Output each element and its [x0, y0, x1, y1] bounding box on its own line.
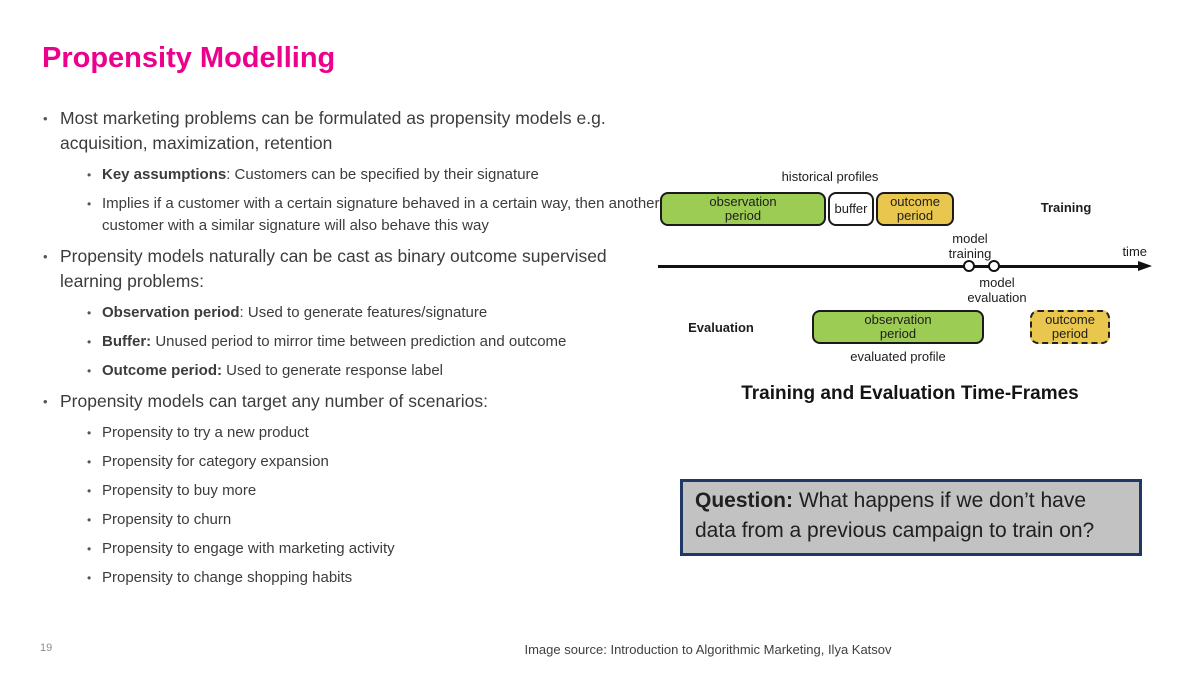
evaluation-outcome-period-box: outcome period: [1030, 310, 1110, 344]
page-title: Propensity Modelling: [42, 42, 336, 74]
time-axis: [658, 265, 1142, 268]
question-box: Question: What happens if we don’t have …: [680, 479, 1142, 556]
list-item-text: Implies if a customer with a certain sig…: [102, 195, 660, 234]
page-number: 19: [40, 642, 53, 654]
list-item: Observation period: Used to generate fea…: [40, 302, 672, 324]
list-item: Propensity to try a new product: [40, 422, 672, 444]
historical-profiles-label: historical profiles: [781, 169, 879, 184]
box-label: observation period: [709, 194, 777, 223]
training-outcome-period-box: outcome period: [876, 192, 954, 226]
list-item-text: Propensity to buy more: [102, 482, 257, 499]
list-item-lead: Observation period: [102, 304, 240, 321]
model-training-marker: [963, 260, 975, 272]
bullet-list: Most marketing problems can be formulate…: [40, 106, 672, 596]
list-item: Buffer: Unused period to mirror time bet…: [40, 331, 672, 353]
list-item-text: Used to generate response label: [222, 362, 443, 379]
training-label: Training: [1040, 200, 1092, 215]
list-item: Most marketing problems can be formulate…: [40, 106, 672, 156]
box-label: outcome period: [890, 194, 940, 223]
evaluated-profile-label: evaluated profile: [850, 349, 946, 364]
question-lead: Question:: [695, 489, 793, 512]
training-observation-period-box: observation period: [660, 192, 826, 226]
evaluation-observation-period-box: observation period: [812, 310, 984, 344]
question-text: What happens if we don’t have data from …: [695, 489, 1095, 542]
list-item-text: : Customers can be specified by their si…: [226, 166, 539, 183]
time-axis-arrowhead: [1138, 260, 1152, 271]
list-item-text: : Used to generate features/signature: [239, 304, 488, 321]
list-item-text: Propensity to try a new product: [102, 424, 309, 441]
list-item-text: Unused period to mirror time between pre…: [151, 333, 567, 350]
box-label: observation period: [864, 312, 932, 341]
list-item: Propensity for category expansion: [40, 451, 672, 473]
list-item-text: Propensity to change shopping habits: [102, 569, 353, 586]
list-item-lead: Key assumptions: [102, 166, 227, 183]
list-item: Propensity to change shopping habits: [40, 567, 672, 589]
box-label: buffer: [834, 201, 868, 216]
list-item: Propensity models naturally can be cast …: [40, 244, 672, 294]
time-label: time: [1122, 244, 1147, 259]
model-evaluation-label: model evaluation: [967, 275, 1027, 305]
model-evaluation-marker: [988, 260, 1000, 272]
list-item: Propensity to churn: [40, 509, 672, 531]
diagram-caption: Training and Evaluation Time-Frames: [741, 383, 1079, 404]
box-label: outcome period: [1045, 312, 1095, 341]
list-item-lead: Buffer:: [102, 333, 152, 350]
list-item-text: Propensity to engage with marketing acti…: [102, 540, 395, 557]
list-item: Key assumptions: Customers can be specif…: [40, 164, 672, 186]
list-item: Propensity to buy more: [40, 480, 672, 502]
model-training-label: model training: [948, 231, 992, 261]
list-item: Propensity models can target any number …: [40, 389, 672, 414]
list-item-lead: Outcome period:: [102, 362, 223, 379]
evaluation-label: Evaluation: [688, 320, 754, 335]
list-item: Outcome period: Used to generate respons…: [40, 360, 672, 382]
list-item: Implies if a customer with a certain sig…: [40, 193, 672, 237]
list-item-text: Propensity to churn: [102, 511, 232, 528]
list-item: Propensity to engage with marketing acti…: [40, 538, 672, 560]
image-source-credit: Image source: Introduction to Algorithmi…: [524, 642, 892, 657]
buffer-box: buffer: [828, 192, 874, 226]
list-item-text: Propensity for category expansion: [102, 453, 329, 470]
